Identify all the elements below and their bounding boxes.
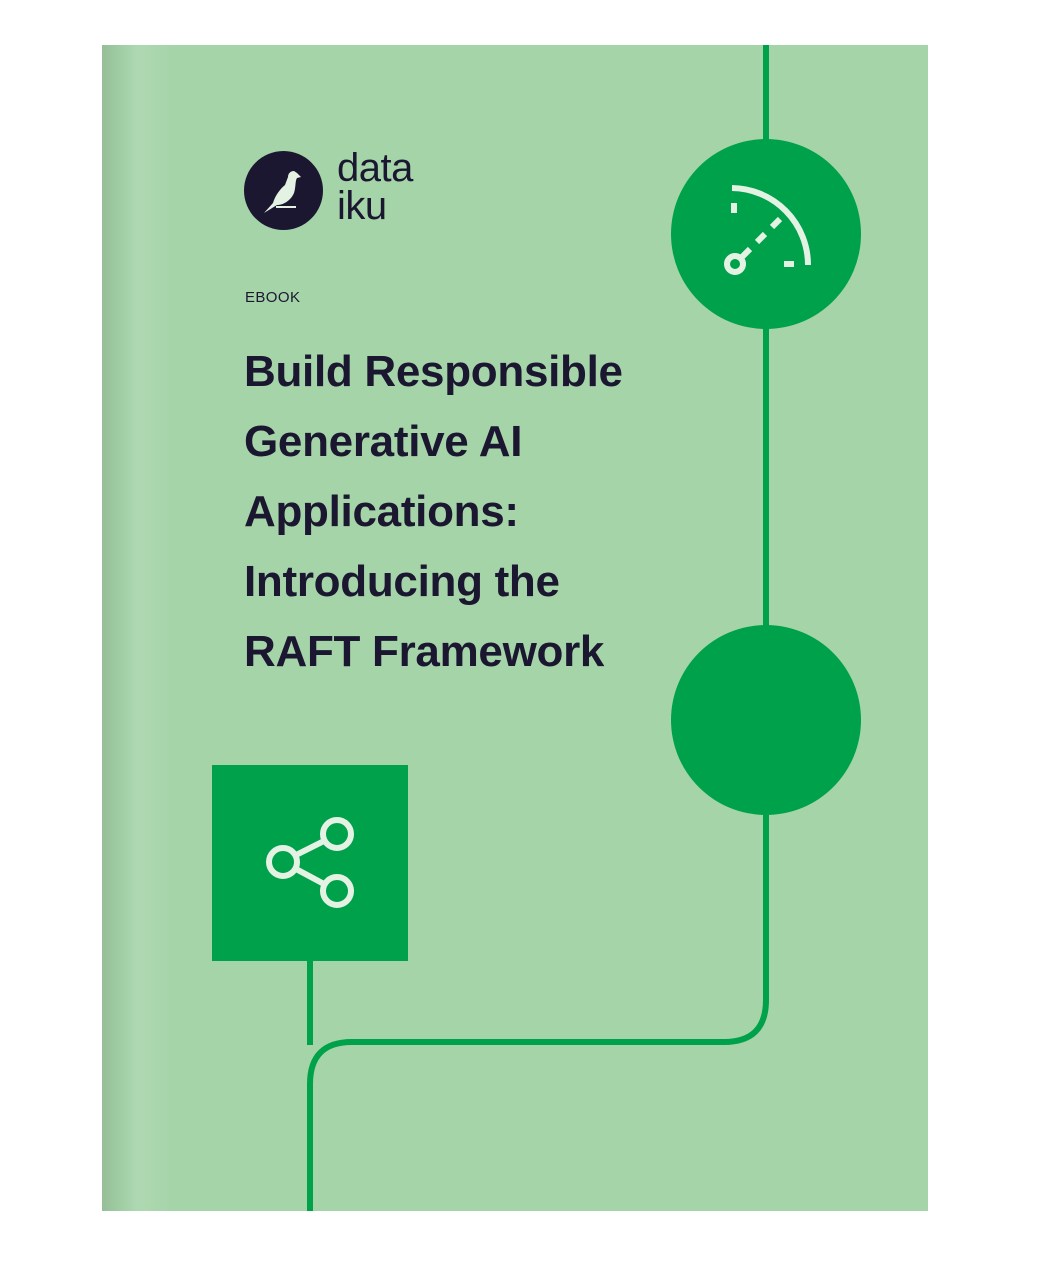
logo-word-line-1: data [337,146,413,190]
cover-title: Build Responsible Generative AI Applicat… [244,337,664,687]
bird-logo-icon [244,151,323,230]
logo-wordmark: data iku [337,146,413,228]
ebook-label: EBOOK [245,289,301,306]
title-line-2: Generative AI [244,417,523,466]
logo-word-line-2: iku [337,184,387,228]
share-square [212,765,408,961]
ebook-cover: data iku EBOOK Build Responsible Generat… [102,45,928,1211]
title-line-5: RAFT Framework [244,627,605,676]
title-line-3: Applications: [244,487,519,536]
connector-line-bottom [307,815,769,1211]
cover-artwork [212,45,861,1211]
gauge-icon [724,185,811,275]
decorative-circle [671,625,861,815]
dataiku-logo: data iku [244,146,444,235]
title-line-4: Introducing the [244,557,560,606]
title-line-1: Build Responsible [244,347,623,396]
gauge-circle [671,139,861,329]
share-icon [266,817,354,908]
